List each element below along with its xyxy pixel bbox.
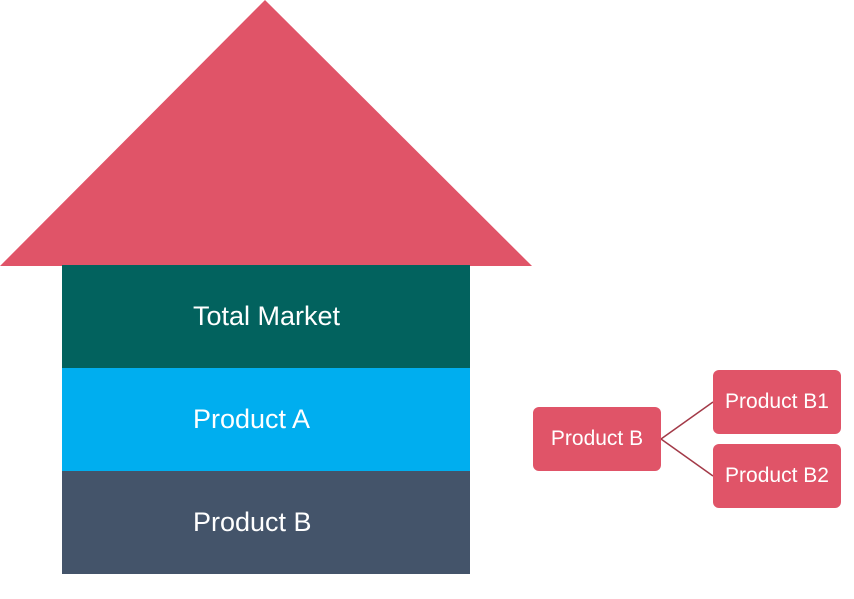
house-roof: [0, 0, 532, 266]
layer-product-a: Product A: [62, 368, 470, 471]
house-roof-triangle: [0, 0, 532, 266]
layer-total-market-label: Total Market: [193, 301, 341, 331]
tree-node-product-b1-label: Product B1: [725, 390, 829, 413]
connector-to-b1: [660, 401, 714, 440]
layer-total-market: Total Market: [62, 265, 470, 368]
layer-product-b-label: Product B: [193, 507, 312, 537]
tree-node-product-b1: Product B1: [713, 370, 841, 434]
tree-node-product-b2: Product B2: [713, 444, 841, 508]
connector-to-b2: [660, 438, 714, 477]
tree-node-product-b: Product B: [533, 407, 661, 471]
tree-node-product-b2-label: Product B2: [725, 464, 829, 487]
layer-product-b: Product B: [62, 471, 470, 574]
tree-node-product-b-label: Product B: [550, 427, 644, 450]
layer-product-a-label: Product A: [193, 404, 311, 434]
